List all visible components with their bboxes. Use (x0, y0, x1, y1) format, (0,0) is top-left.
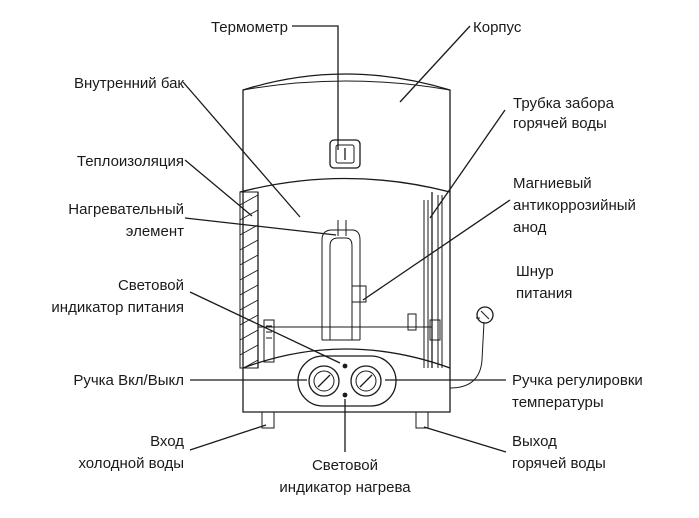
magnesium-anode (351, 285, 367, 303)
label-heat-indicator-line1: Световой (312, 457, 378, 474)
heater-top-rim (242, 80, 451, 91)
tank-top-cut (239, 177, 451, 193)
label-power-indicator-line1: Световой (118, 277, 184, 294)
label-magnesium-line2: антикоррозийный (513, 197, 636, 214)
label-magnesium-line1: Магниевый (513, 175, 592, 192)
on-off-knob[interactable] (308, 365, 340, 397)
power-cord (449, 306, 494, 389)
label-cold-inlet-line2: холодной воды (78, 455, 184, 472)
label-hot-pipe-line2: горячей воды (513, 115, 607, 132)
label-heater-line1: Нагревательный (68, 201, 184, 218)
insulation-left-frame (239, 191, 259, 369)
leader-lines (182, 25, 511, 453)
label-cold-inlet-line1: Вход (150, 433, 184, 450)
label-heat-indicator-line2: индикатор нагрева (279, 479, 411, 496)
label-temp-knob-line2: температуры (512, 394, 604, 411)
heater-body (242, 73, 451, 429)
hot-outlet-pipe (415, 411, 429, 429)
tank-fittings (263, 313, 441, 363)
label-thermometer: Термометр (211, 19, 288, 36)
thermometer-gauge (329, 139, 361, 169)
label-power-cord-line2: питания (516, 285, 572, 302)
label-magnesium-line3: анод (513, 219, 547, 236)
label-power-indicator-line2: индикатор питания (51, 299, 184, 316)
label-hot-outlet-line2: горячей воды (512, 455, 606, 472)
label-hot-pipe-line1: Трубка забора (513, 95, 615, 112)
label-temp-knob-line1: Ручка регулировки (512, 372, 643, 389)
label-hot-outlet-line1: Выход (512, 433, 557, 450)
label-body: Корпус (473, 19, 522, 36)
heating-indicator-light (342, 392, 348, 398)
cold-inlet-pipe (261, 411, 275, 429)
label-on-off: Ручка Вкл/Выкл (73, 372, 184, 389)
control-panel-frame (297, 355, 397, 407)
power-plug (476, 306, 494, 324)
label-inner-tank: Внутренний бак (74, 75, 184, 92)
control-panel (297, 355, 397, 407)
label-heater-line2: элемент (126, 223, 184, 240)
insulation-hatch (240, 194, 258, 368)
temperature-knob[interactable] (350, 365, 382, 397)
label-insulation: Теплоизоляция (77, 153, 184, 170)
power-indicator-light (342, 363, 348, 369)
label-power-cord-line1: Шнур (516, 263, 554, 280)
heating-element (321, 220, 367, 341)
hot-water-pipe (423, 195, 443, 368)
